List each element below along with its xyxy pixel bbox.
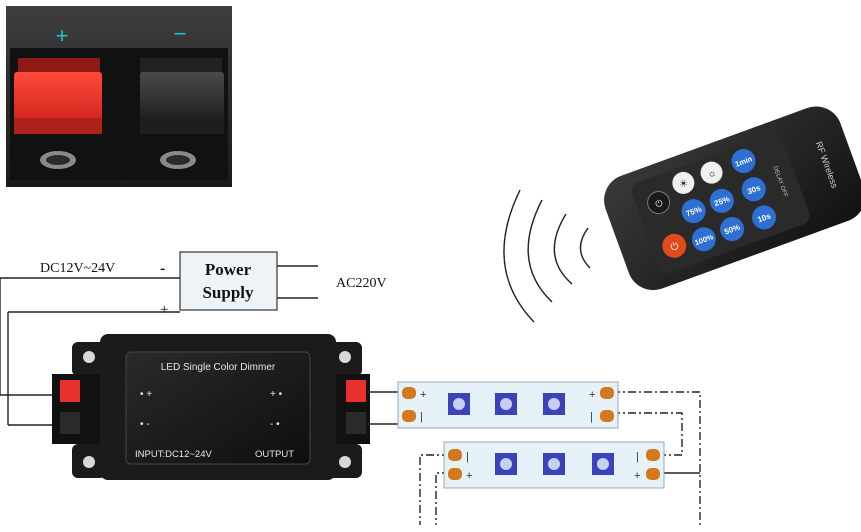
strip-2-pad (448, 449, 462, 461)
strip-1-minus-right: | (590, 411, 593, 423)
red-clip (14, 72, 102, 132)
power-supply-line2: Supply (202, 283, 254, 302)
dimmer-left-plus: • + (140, 389, 152, 400)
ac-voltage-label: AC220V (336, 276, 387, 291)
remote-key-100[interactable] (688, 224, 719, 255)
output-terminal-red (346, 380, 366, 402)
led-strip-2: | + | + (443, 441, 665, 489)
dimmer-right-minus: - • (270, 419, 280, 430)
strip-2-pad (646, 449, 660, 461)
svg-text:⏻: ⏻ (669, 241, 680, 254)
dimmer-face (125, 351, 311, 465)
dimmer-title: LED Single Color Dimmer (161, 362, 276, 373)
strip-2-pad (646, 468, 660, 480)
dc-voltage-label: DC12V~24V (40, 261, 115, 276)
remote-key-10s[interactable] (749, 202, 780, 233)
strip-2-pad (448, 468, 462, 480)
svg-text:10s: 10s (756, 211, 772, 224)
output-terminal-black (346, 412, 366, 434)
strip-2-minus-left: | (466, 451, 469, 463)
strip-1-minus-left: | (420, 411, 423, 423)
led-dimmer: LED Single Color Dimmer • + • - + • - • … (52, 334, 370, 480)
dimmer-input-label: INPUT:DC12~24V (135, 449, 212, 460)
svg-text:☼: ☼ (706, 167, 718, 180)
remote-brightness-down-key[interactable] (697, 159, 725, 187)
strip-1-pad (402, 410, 416, 422)
minus-label: − (174, 21, 187, 46)
dimmer-right-plus: + • (270, 389, 283, 400)
power-supply-box (179, 251, 278, 311)
dimmer-left-minus: • - (140, 419, 150, 430)
supply-minus-mark: - (160, 260, 165, 277)
remote-brightness-up-key[interactable] (669, 169, 697, 197)
supply-plus-mark: + (160, 302, 168, 318)
remote-on-off-key[interactable] (644, 188, 672, 216)
svg-text:30s: 30s (746, 183, 762, 196)
remote-key-30s[interactable] (738, 174, 769, 205)
svg-text:⏻: ⏻ (654, 198, 664, 210)
black-clip (140, 72, 224, 132)
remote-power-key[interactable] (659, 230, 690, 261)
strip-1-pad (600, 387, 614, 399)
remote-key-50[interactable] (717, 214, 748, 245)
strip-2-plus-right: + (634, 470, 640, 482)
power-supply-line1: Power (205, 260, 252, 279)
rf-remote: ⏻ ⏻ ☀ ☼ 75% 25% 100% 50% 1min 30s 10s DE… (604, 106, 861, 291)
strip-2-minus-right: | (636, 451, 639, 463)
plus-label: + (56, 23, 69, 48)
led-strip-1: + | + | (397, 381, 619, 429)
strip-1-plus-right: + (589, 389, 595, 401)
rf-signal-icon (503, 189, 591, 323)
remote-key-75[interactable] (678, 196, 709, 227)
strip-2-plus-left: + (466, 470, 472, 482)
remote-key-1min[interactable] (728, 146, 759, 177)
dimmer-output-label: OUTPUT (255, 449, 294, 460)
remote-key-25[interactable] (706, 185, 737, 216)
power-supply: Power Supply DC12V~24V AC220V - + (0, 251, 387, 426)
strip-1-pad (600, 410, 614, 422)
input-terminal-black (60, 412, 80, 434)
terminal-photo: + − (6, 6, 232, 187)
svg-text:☀: ☀ (678, 178, 690, 191)
strip-1-plus-left: + (420, 389, 426, 401)
strip-1-pad (402, 387, 416, 399)
input-terminal-red (60, 380, 80, 402)
